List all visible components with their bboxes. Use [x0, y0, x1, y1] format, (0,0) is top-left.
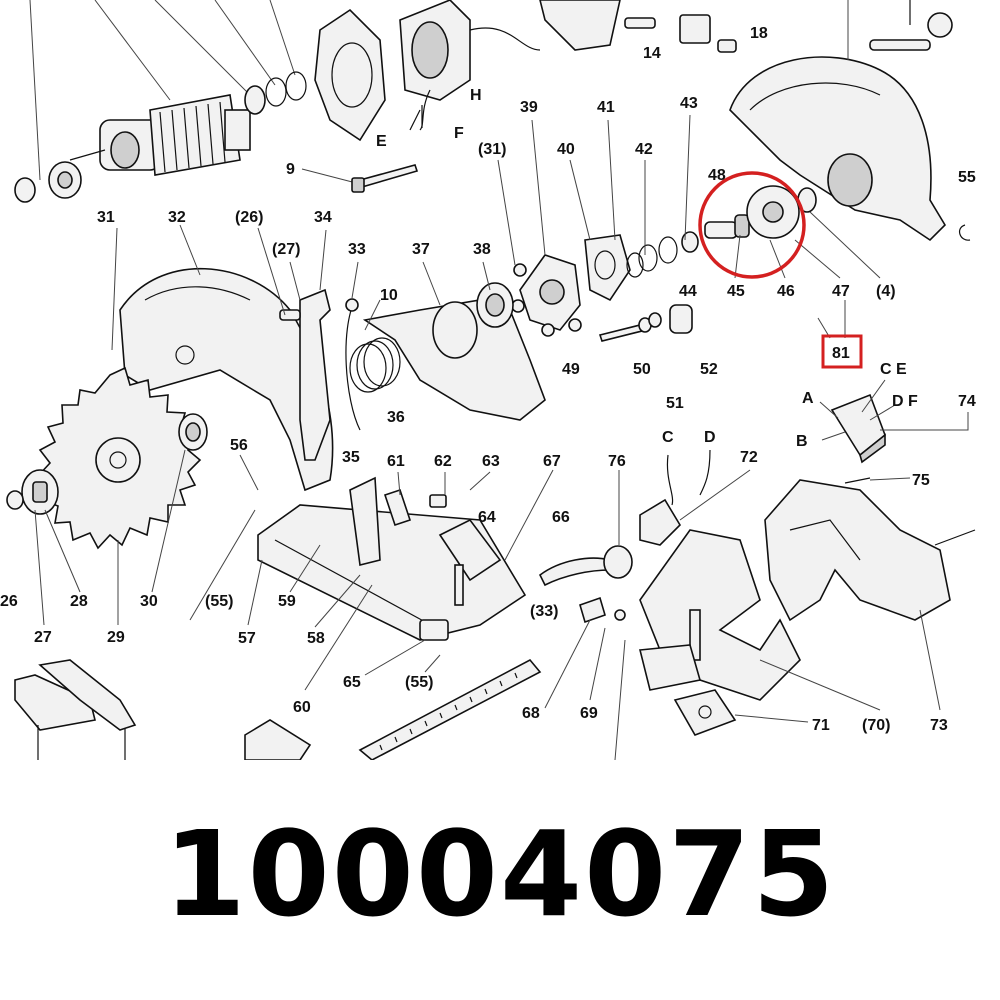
washers	[6, 413, 208, 515]
callout-label: 27	[34, 629, 52, 646]
callout-label: 38	[473, 241, 491, 258]
saw-blade	[36, 366, 202, 550]
callout-label: 66	[552, 509, 570, 526]
callout-label: (55)	[405, 674, 433, 691]
callout-label: 58	[307, 630, 325, 647]
hex-key	[14, 659, 312, 760]
spring	[345, 298, 401, 393]
callout-label: 18	[750, 25, 768, 42]
callout-label: 42	[635, 141, 653, 158]
callout-label: 57	[238, 630, 256, 647]
callout-label: D	[704, 429, 716, 446]
callout-label: 9	[286, 161, 295, 178]
highlight-box	[821, 334, 863, 369]
rear-handle	[579, 529, 801, 736]
armature	[14, 0, 307, 203]
callout-label: 43	[680, 95, 698, 112]
callout-label: 63	[482, 453, 500, 470]
callout-label: 59	[278, 593, 296, 610]
riving-knife	[279, 288, 361, 461]
callout-label: 32	[168, 209, 186, 226]
stator	[399, 0, 541, 131]
callout-label: 40	[557, 141, 575, 158]
callout-label: (4)	[876, 283, 896, 300]
callout-label: 33	[348, 241, 366, 258]
callout-label: 67	[543, 453, 561, 470]
handle	[764, 477, 976, 622]
cable-parts	[538, 449, 711, 587]
callout-label: 29	[107, 629, 125, 646]
callout-label: 61	[387, 453, 405, 470]
exploded-parts-diagram: 14 18 H E F 9 39 41 43 (31) 40 42 48 55 …	[0, 0, 976, 760]
gasket	[314, 8, 386, 142]
guard-lever	[362, 282, 546, 421]
callout-label: (27)	[272, 241, 300, 258]
terminal-block	[817, 300, 969, 464]
callout-label: E	[376, 133, 387, 150]
callout-label: 10	[380, 287, 398, 304]
leader-lines	[34, 227, 941, 760]
callout-label: 37	[412, 241, 430, 258]
callout-label: 35	[342, 449, 360, 466]
clip-55	[958, 224, 971, 241]
callout-label: B	[796, 433, 808, 450]
callout-label: 34	[314, 209, 332, 226]
wire-leads	[409, 105, 423, 131]
callout-label: 30	[140, 593, 158, 610]
callout-label: H	[470, 87, 482, 104]
callout-label: 71	[812, 717, 830, 734]
callout-label: D F	[892, 393, 918, 410]
callout-label: F	[454, 125, 464, 142]
callout-label: 65	[343, 674, 361, 691]
callout-label: 55	[958, 169, 976, 186]
callout-label: A	[802, 390, 814, 407]
callout-label: C E	[880, 361, 907, 378]
callout-label: 31	[97, 209, 115, 226]
callout-label: 44	[679, 283, 697, 300]
callout-label: 76	[608, 453, 626, 470]
callout-labels: 14 18 H E F 9 39 41 43 (31) 40 42 48 55 …	[0, 25, 976, 734]
ruler	[358, 658, 542, 760]
callout-label: (26)	[235, 209, 263, 226]
callout-label: 62	[434, 453, 452, 470]
callout-label: 39	[520, 99, 538, 116]
callout-label: 48	[708, 167, 726, 184]
callout-label: (33)	[530, 603, 558, 620]
callout-label: 69	[580, 705, 598, 722]
callout-label: (70)	[862, 717, 890, 734]
gear-assembly	[497, 114, 881, 337]
callout-label: 60	[293, 699, 311, 716]
base-plate	[257, 476, 527, 641]
callout-label: (55)	[205, 593, 233, 610]
callout-label: 72	[740, 449, 758, 466]
motor-housing	[539, 0, 953, 53]
callout-label: 14	[643, 45, 661, 62]
callout-label: 47	[832, 283, 850, 300]
highlight-circle	[698, 171, 806, 279]
part-number: 10004075	[163, 805, 837, 943]
callout-label: 56	[230, 437, 248, 454]
callout-label: 36	[387, 409, 405, 426]
callout-label: 64	[478, 509, 496, 526]
screws-49-52	[598, 304, 693, 342]
callout-label: 75	[912, 472, 930, 489]
callout-label: 46	[777, 283, 795, 300]
callout-label: 51	[666, 395, 684, 412]
callout-label: (31)	[478, 141, 506, 158]
screw-9	[301, 164, 419, 193]
callout-label: 74	[958, 393, 976, 410]
callout-label: C	[662, 429, 674, 446]
callout-label: 81	[832, 345, 850, 362]
callout-label: 52	[700, 361, 718, 378]
callout-label: 41	[597, 99, 615, 116]
callout-label: 26	[0, 593, 18, 610]
upper-blade-guard	[729, 0, 947, 242]
callout-label: 45	[727, 283, 745, 300]
callout-label: 49	[562, 361, 580, 378]
callout-label: 73	[930, 717, 948, 734]
callout-label: 28	[70, 593, 88, 610]
callout-label: 50	[633, 361, 651, 378]
callout-label: 68	[522, 705, 540, 722]
